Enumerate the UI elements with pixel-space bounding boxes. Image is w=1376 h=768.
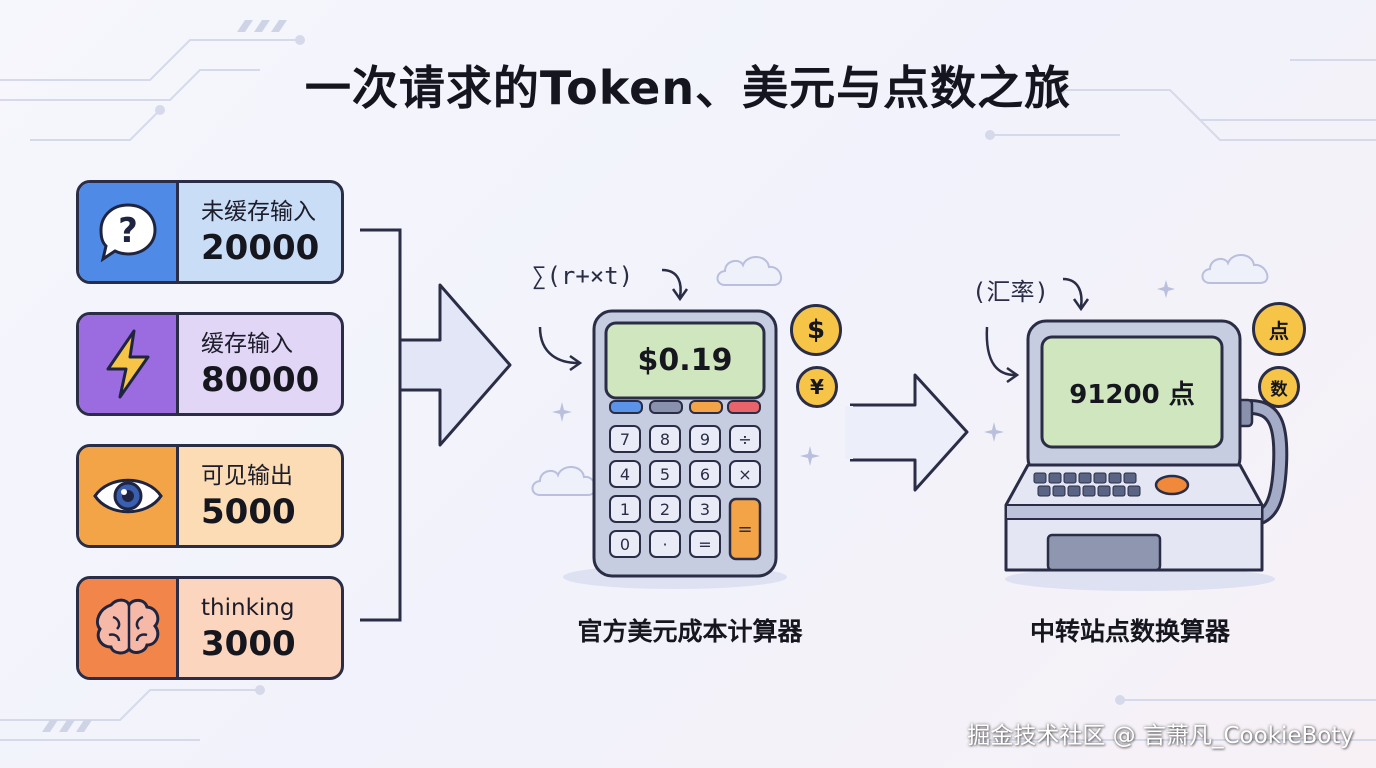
input-value: 3000 (201, 624, 296, 664)
keyboard-key (1063, 472, 1077, 484)
eye-icon (79, 447, 179, 545)
input-card-cached: 缓存输入 80000 (76, 312, 344, 416)
sparkle-icon (984, 422, 1004, 442)
input-label: 未缓存输入 (201, 199, 316, 225)
calculator-key (649, 495, 681, 523)
count-badge-icon: 数 (1258, 366, 1300, 408)
calculator-key (689, 530, 721, 558)
brain-icon (79, 579, 179, 677)
exchanger-caption: 中转站点数换算器 (1029, 617, 1230, 646)
exchanger-illustration (1004, 319, 1289, 591)
watermark: 掘金技术社区 @ 言萧凡_CookieBoty (967, 723, 1354, 749)
calculator-key-label: 9 (700, 430, 710, 449)
keyboard-key (1108, 472, 1122, 484)
calculator-key (609, 530, 641, 558)
formula-note: ∑(r+×t) (532, 262, 634, 290)
page-title: 一次请求的Token、美元与点数之旅 (304, 61, 1072, 115)
right-arrow-icon (845, 373, 969, 492)
calculator-key-label: · (662, 535, 667, 554)
calculator-key (609, 495, 641, 523)
yen-coin-icon: ¥ (796, 366, 838, 408)
equals-key-label: = (737, 519, 752, 540)
formula-arrows (538, 268, 689, 372)
keyboard-key (1123, 472, 1137, 484)
calculator-key (649, 460, 681, 488)
calculator-illustration: 7 8 9 ÷ 4 5 6 × 1 2 3 0 · = = (563, 309, 787, 589)
sparkle-icon (800, 446, 820, 466)
calculator-key (689, 495, 721, 523)
calculator-key (689, 425, 721, 453)
calculator-key (689, 460, 721, 488)
calculator-key-label: 8 (660, 430, 670, 449)
calculator-key-label: = (698, 535, 711, 554)
input-value: 5000 (201, 492, 296, 532)
keyboard-key (1052, 485, 1066, 497)
sparkle-icon (1157, 280, 1175, 298)
calculator-key (609, 425, 641, 453)
keyboard-key (1067, 485, 1081, 497)
input-card-visible-output: 可见输出 5000 (76, 444, 344, 548)
keyboard-key (1097, 485, 1111, 497)
svg-text:?: ? (118, 211, 138, 251)
calculator-key-label: 5 (660, 465, 670, 484)
calculator-key-label: 7 (620, 430, 630, 449)
keyboard-key (1082, 485, 1096, 497)
calculator-key-label: 4 (620, 465, 630, 484)
exchanger-display: 91200 点 (1069, 379, 1195, 410)
input-label: 可见输出 (201, 463, 293, 489)
merge-arrow (360, 228, 512, 622)
input-value: 20000 (201, 228, 320, 268)
calculator-key-label: 0 (620, 535, 630, 554)
calculator-key (609, 460, 641, 488)
calculator-display: $0.19 (637, 343, 733, 378)
input-label: 缓存输入 (201, 331, 293, 357)
keyboard-key (1112, 485, 1126, 497)
calculator-caption: 官方美元成本计算器 (577, 617, 803, 646)
input-value: 80000 (201, 360, 320, 400)
question-bubble-icon: ? (79, 183, 179, 281)
calculator-key-label: 2 (660, 500, 670, 519)
keyboard-key (1033, 472, 1047, 484)
keyboard-key (1078, 472, 1092, 484)
calculator-key-label: 3 (700, 500, 710, 519)
calculator-key-label: × (738, 465, 751, 484)
calculator-key (649, 425, 681, 453)
exchange-rate-note: (汇率) (972, 278, 1049, 306)
cloud-icon (1201, 254, 1269, 284)
calculator-key-label: 6 (700, 465, 710, 484)
sparkle-icon (552, 402, 572, 422)
exchange-arrows (985, 277, 1090, 384)
lightning-icon (79, 315, 179, 413)
cloud-icon (716, 256, 783, 286)
keyboard-key (1037, 485, 1051, 497)
calculator-key (649, 530, 681, 558)
input-card-uncached: ? 未缓存输入 20000 (76, 180, 344, 284)
keyboard-key (1093, 472, 1107, 484)
input-card-thinking: thinking 3000 (76, 576, 344, 680)
calculator-key-label: 1 (620, 500, 630, 519)
calculator-key (729, 460, 761, 488)
keyboard-key (1048, 472, 1062, 484)
calculator-key-label: ÷ (738, 430, 751, 449)
dollar-coin-icon: $ (790, 304, 842, 356)
calculator-key (729, 425, 761, 453)
input-label: thinking (201, 595, 295, 621)
points-badge-icon: 点 (1252, 302, 1306, 356)
keyboard-key (1127, 485, 1141, 497)
